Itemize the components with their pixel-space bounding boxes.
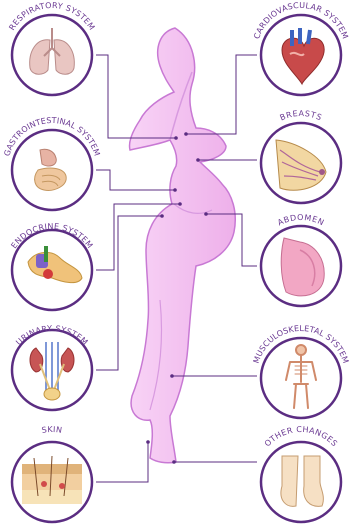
system-gastrointestinal[interactable]: GASTROINTESTINAL SYSTEM bbox=[2, 116, 101, 210]
system-skin[interactable]: SKIN bbox=[12, 425, 92, 522]
label-breasts: BREASTS bbox=[279, 109, 324, 122]
system-breasts[interactable]: BREASTS bbox=[261, 109, 341, 203]
label-skin: SKIN bbox=[41, 425, 63, 435]
pregnant-woman-silhouette bbox=[129, 28, 235, 463]
system-respiratory[interactable]: RESPIRATORY SYSTEM bbox=[7, 1, 96, 95]
system-musculoskeletal[interactable]: MUSCULOSKELETAL SYSTEM bbox=[252, 324, 351, 418]
system-abdomen[interactable]: ABDOMEN bbox=[261, 213, 341, 306]
connector-gastrointestinal bbox=[96, 170, 175, 190]
connector-skin bbox=[96, 442, 148, 482]
system-urinary[interactable]: URINARY SYSTEM bbox=[12, 324, 92, 410]
connector-cardiovascular bbox=[186, 55, 257, 134]
system-other-changes[interactable]: OTHER CHANGES bbox=[261, 425, 341, 522]
system-cardiovascular[interactable]: CARDIOVASCULAR SYSTEM bbox=[252, 1, 350, 95]
system-endocrine[interactable]: ENDOCRINE SYSTEM bbox=[9, 222, 94, 310]
